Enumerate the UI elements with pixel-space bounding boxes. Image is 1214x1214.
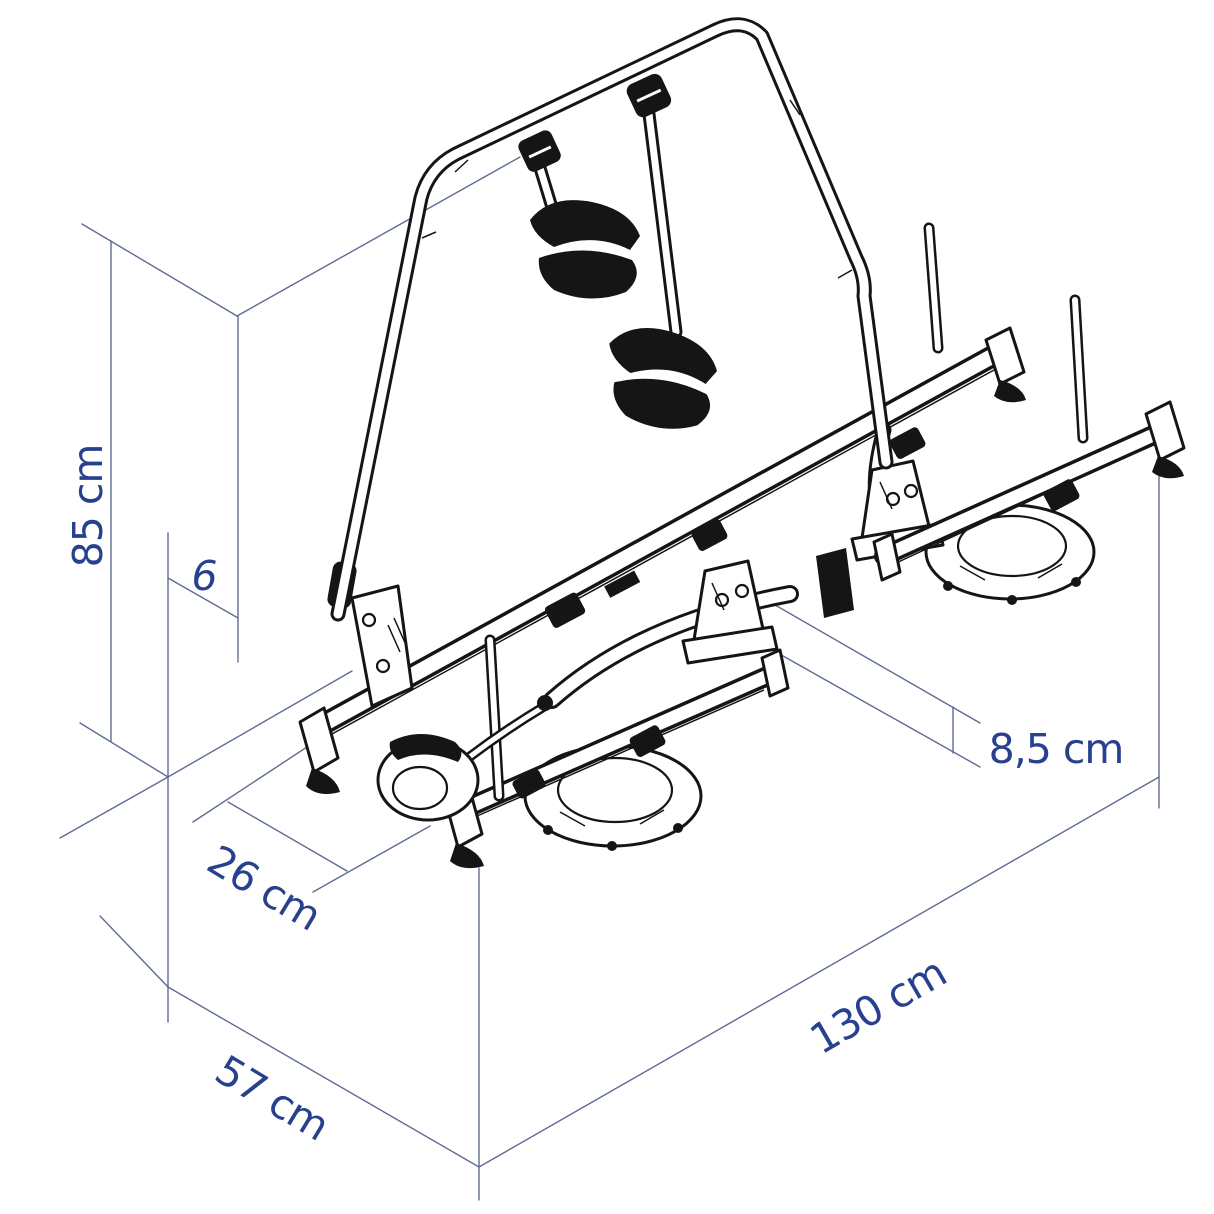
dimension-label-height: 85 cm: [64, 445, 112, 568]
dimension-label-drop: 8,5 cm: [989, 725, 1124, 773]
wheel-strap-buckles: [512, 427, 1080, 799]
front-wheel-rail-left: [458, 674, 772, 820]
dimension-construction-lines: [59, 156, 1160, 1201]
front-wheel-rail-right: [884, 432, 1160, 564]
frame-holder-arm-1: [518, 130, 640, 299]
frame-holder-jaws-2: [601, 323, 721, 434]
dimension-label-width: 130 cm: [802, 948, 954, 1063]
bike-rack-artwork: [298, 25, 1186, 869]
hitch-coupling: [376, 695, 553, 822]
mount-strap: [816, 548, 854, 618]
dimension-label-depth: 57 cm: [207, 1046, 337, 1150]
support-arch: [338, 25, 886, 614]
pedestal-bracket-center: [681, 559, 779, 665]
frame-holder-jaws-1: [530, 200, 640, 299]
frame-holder-arm-2: [601, 73, 721, 434]
dimension-label-front-offset: 26 cm: [199, 836, 329, 940]
dimension-label-rail-offset: 6: [191, 552, 216, 600]
brand-label-plate: [604, 570, 641, 598]
